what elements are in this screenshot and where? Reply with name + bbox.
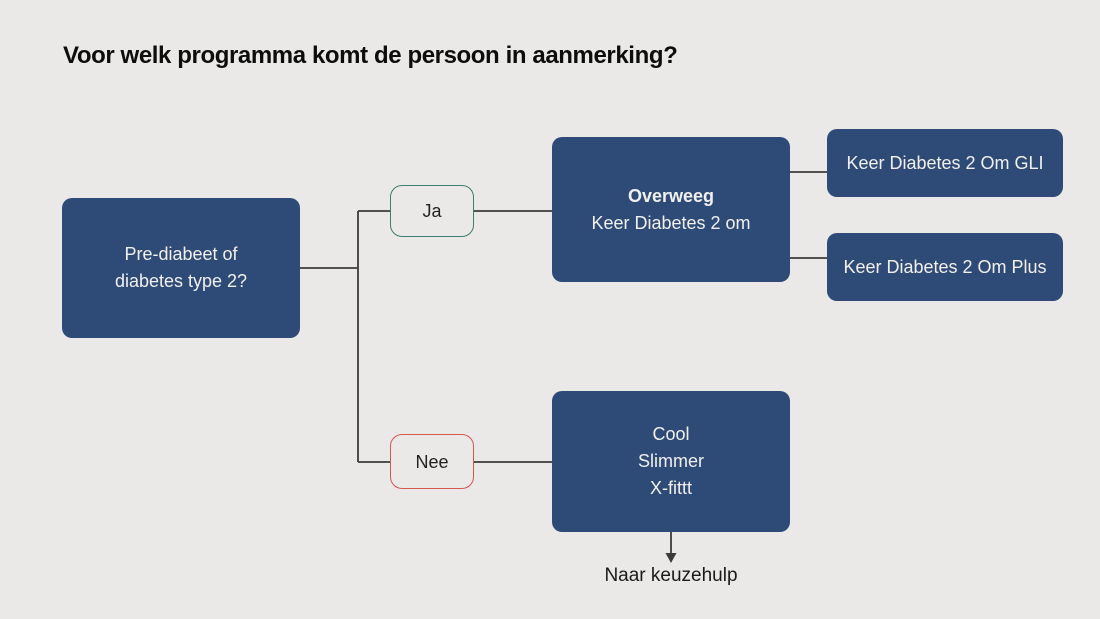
node-overweeg-title: Overweeg: [627, 185, 715, 206]
arrow-down-icon: [665, 553, 677, 563]
node-question-line2: diabetes type 2?: [114, 271, 248, 291]
page-title: Voor welk programma komt de persoon in a…: [63, 42, 678, 69]
node-plus-label: Keer Diabetes 2 Om Plus: [843, 256, 1047, 277]
node-programs-line2: Slimmer: [638, 451, 704, 471]
node-overweeg-subtitle: Keer Diabetes 2 om: [591, 212, 751, 233]
node-programs-line1: Cool: [652, 424, 690, 444]
node-programs-cool-slimmer-xfittt: Cool Slimmer X-fittt: [552, 391, 790, 532]
label-naar-keuzehulp: Naar keuzehulp: [604, 565, 738, 586]
node-question-prediabetes: Pre-diabeet of diabetes type 2?: [62, 198, 300, 338]
branch-ja-label: Ja: [422, 201, 442, 221]
branch-nee: Nee: [390, 434, 474, 489]
node-keer-diabetes-om-gli: Keer Diabetes 2 Om GLI: [827, 129, 1063, 197]
node-question-line1: Pre-diabeet of: [124, 244, 238, 264]
node-overweeg-keer-diabetes: Overweeg Keer Diabetes 2 om: [552, 137, 790, 282]
branch-nee-label: Nee: [415, 451, 449, 472]
branch-ja: Ja: [390, 185, 474, 237]
node-gli-label: Keer Diabetes 2 Om GLI: [846, 152, 1044, 173]
node-keer-diabetes-om-plus: Keer Diabetes 2 Om Plus: [827, 233, 1063, 301]
node-programs-line3: X-fittt: [649, 478, 692, 498]
